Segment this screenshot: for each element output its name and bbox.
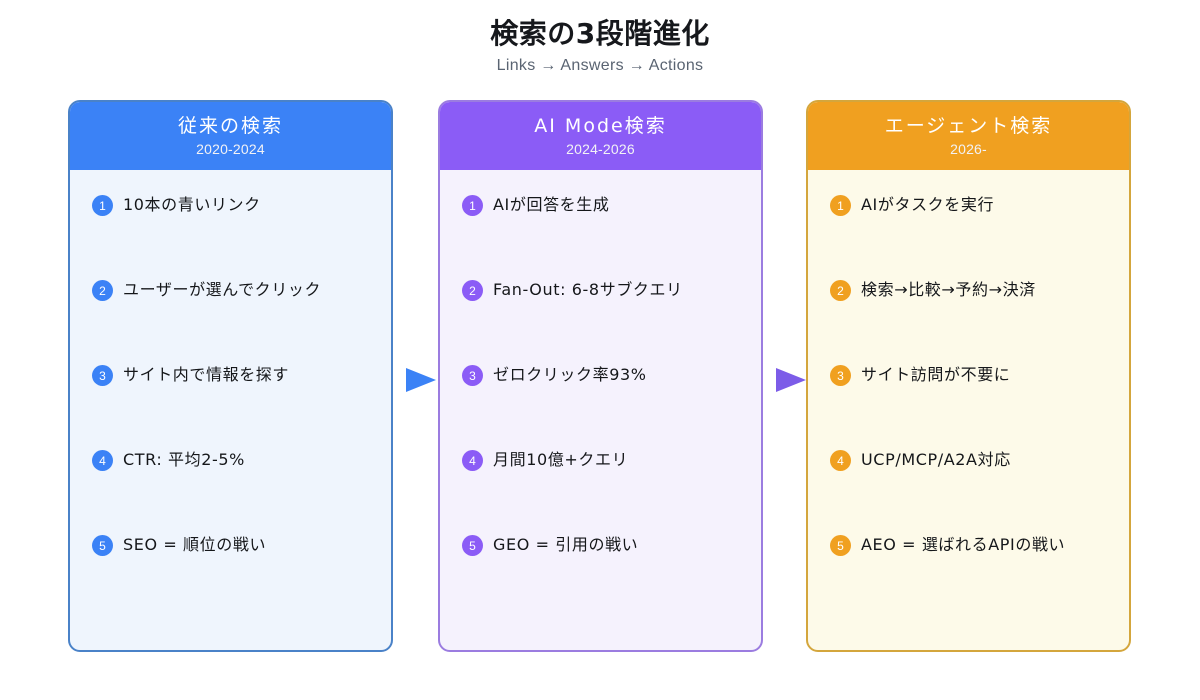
stage-period: 2020-2024	[196, 141, 265, 158]
item-label: AIがタスクを実行	[861, 195, 995, 214]
stage-cards-row: 従来の検索 2020-2024 1 10本の青いリンク 2 ユーザーが選んでクリック 3 サイ…	[0, 100, 1200, 652]
title-block: 検索の3段階進化 Links → Answers → Actions	[0, 16, 1200, 75]
page-subtitle: Links → Answers → Actions	[496, 57, 704, 74]
stage-period: 2026-	[950, 141, 987, 158]
stage-title: AI Mode検索	[534, 114, 667, 137]
item-number-badge: 1	[92, 195, 113, 216]
item-label: CTR: 平均2-5%	[123, 450, 245, 469]
list-item: 1 AIがタスクを実行	[808, 194, 1129, 279]
right-triangle-icon	[776, 368, 806, 392]
item-number-badge: 5	[830, 535, 851, 556]
item-label: AEO = 選ばれるAPIの戦い	[861, 535, 1066, 554]
item-label: ユーザーが選んでクリック	[123, 280, 322, 299]
stage-card-header-2: AI Mode検索 2024-2026	[440, 102, 761, 170]
item-number-badge: 5	[462, 535, 483, 556]
item-number-badge: 3	[92, 365, 113, 386]
list-item: 2 Fan-Out: 6-8サブクエリ	[440, 279, 761, 364]
item-label: サイト内で情報を探す	[123, 365, 290, 384]
item-label: UCP/MCP/A2A対応	[861, 450, 1011, 469]
item-label: GEO = 引用の戦い	[493, 535, 639, 554]
item-number-badge: 5	[92, 535, 113, 556]
item-label: Fan-Out: 6-8サブクエリ	[493, 280, 683, 299]
stage-card-body-3: 1 AIがタスクを実行 2 検索→比較→予約→決済 3 サイト訪問が不要に 4 UCP/MCP…	[808, 170, 1129, 650]
list-item: 3 サイト訪問が不要に	[808, 364, 1129, 449]
item-label: ゼロクリック率93%	[493, 365, 647, 384]
item-number-badge: 4	[830, 450, 851, 471]
list-item: 4 月間10億+クエリ	[440, 449, 761, 534]
item-number-badge: 1	[462, 195, 483, 216]
item-number-badge: 1	[830, 195, 851, 216]
stage-card-header-3: エージェント検索 2026-	[808, 102, 1129, 170]
stage-card-2: AI Mode検索 2024-2026 1 AIが回答を生成 2 Fan-Out: 6-8…	[438, 100, 763, 652]
item-label: 10本の青いリンク	[123, 195, 261, 214]
list-item: 1 10本の青いリンク	[70, 194, 391, 279]
list-item: 5 GEO = 引用の戦い	[440, 534, 761, 619]
list-item: 5 AEO = 選ばれるAPIの戦い	[808, 534, 1129, 619]
stage-card-1: 従来の検索 2020-2024 1 10本の青いリンク 2 ユーザーが選んでクリック 3 サイ…	[68, 100, 393, 652]
list-item: 1 AIが回答を生成	[440, 194, 761, 279]
list-item: 3 ゼロクリック率93%	[440, 364, 761, 449]
list-item: 2 ユーザーが選んでクリック	[70, 279, 391, 364]
right-triangle-icon	[406, 368, 436, 392]
stage-title: エージェント検索	[884, 114, 1053, 137]
item-number-badge: 4	[462, 450, 483, 471]
item-number-badge: 2	[462, 280, 483, 301]
item-number-badge: 4	[92, 450, 113, 471]
item-number-badge: 2	[830, 280, 851, 301]
stage-card-body-1: 1 10本の青いリンク 2 ユーザーが選んでクリック 3 サイト内で情報を探す 4 CTR: …	[70, 170, 391, 650]
item-label: サイト訪問が不要に	[861, 365, 1011, 384]
list-item: 4 UCP/MCP/A2A対応	[808, 449, 1129, 534]
arrow-stage1-to-stage2	[404, 365, 438, 395]
stage-title: 従来の検索	[177, 114, 283, 137]
arrow-stage2-to-stage3	[774, 365, 808, 395]
item-label: AIが回答を生成	[493, 195, 610, 214]
item-label: 検索→比較→予約→決済	[861, 280, 1036, 299]
page-title: 検索の3段階進化	[490, 17, 710, 50]
stage-card-header-1: 従来の検索 2020-2024	[70, 102, 391, 170]
list-item: 2 検索→比較→予約→決済	[808, 279, 1129, 364]
item-label: 月間10億+クエリ	[493, 450, 629, 469]
stage-period: 2024-2026	[566, 141, 635, 158]
list-item: 4 CTR: 平均2-5%	[70, 449, 391, 534]
item-number-badge: 3	[462, 365, 483, 386]
item-number-badge: 2	[92, 280, 113, 301]
item-number-badge: 3	[830, 365, 851, 386]
stage-card-3: エージェント検索 2026- 1 AIがタスクを実行 2 検索→比較→予約→決済 3 サイト訪…	[806, 100, 1131, 652]
list-item: 3 サイト内で情報を探す	[70, 364, 391, 449]
list-item: 5 SEO = 順位の戦い	[70, 534, 391, 619]
item-label: SEO = 順位の戦い	[123, 535, 267, 554]
